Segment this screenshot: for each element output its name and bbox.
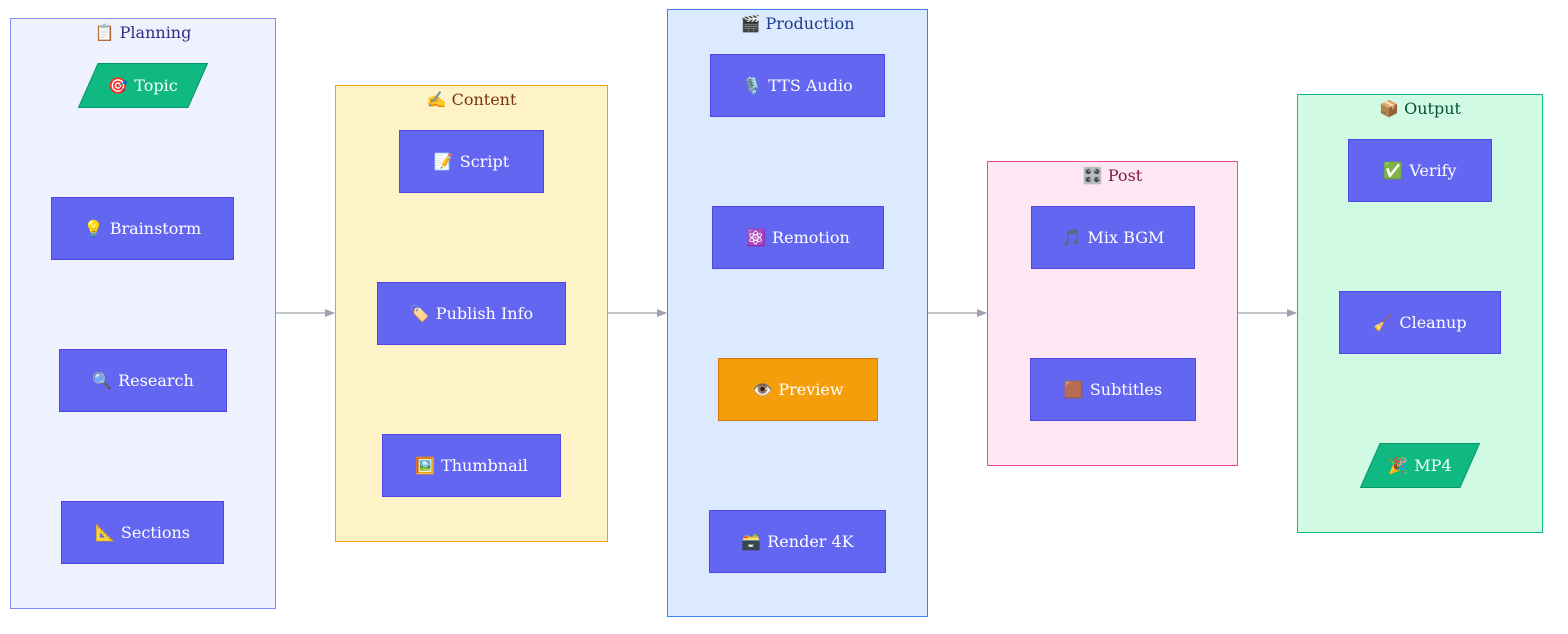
node-preview-label: Preview bbox=[778, 380, 844, 399]
clipboard-icon: 📋 bbox=[94, 23, 115, 42]
node-remotion-label: Remotion bbox=[772, 228, 850, 247]
writing-hand-icon: ✍️ bbox=[426, 90, 447, 109]
check-mark-icon: ✅ bbox=[1383, 161, 1404, 180]
node-mp4[interactable]: 🎉 MP4 bbox=[1360, 443, 1480, 488]
node-subtitles[interactable]: 🟫 Subtitles bbox=[1030, 358, 1196, 421]
node-cleanup-label: Cleanup bbox=[1399, 313, 1467, 332]
node-tts-audio-label: TTS Audio bbox=[768, 76, 853, 95]
lightbulb-icon: 💡 bbox=[83, 219, 104, 238]
node-topic-label: Topic bbox=[134, 76, 178, 95]
group-post-title: 🎛️ Post bbox=[1082, 166, 1143, 185]
node-publish-info-label: Publish Info bbox=[435, 304, 534, 323]
clapper-board-icon: 🎬 bbox=[740, 14, 761, 33]
parallelogram-shape bbox=[1360, 443, 1480, 488]
memo-icon: 📝 bbox=[433, 152, 454, 171]
package-icon: 📦 bbox=[1379, 99, 1399, 118]
node-verify-label: Verify bbox=[1409, 161, 1457, 180]
node-thumbnail[interactable]: 🖼️ Thumbnail bbox=[382, 434, 561, 497]
node-script-label: Script bbox=[459, 152, 510, 171]
node-brainstorm-label: Brainstorm bbox=[109, 219, 202, 238]
node-topic[interactable]: 🎯 Topic bbox=[78, 63, 208, 108]
node-verify[interactable]: ✅ Verify bbox=[1348, 139, 1492, 202]
triangle-ruler-icon: 📐 bbox=[94, 523, 115, 542]
node-render-4k-label: Render 4K bbox=[767, 532, 854, 551]
framed-picture-icon: 🖼️ bbox=[415, 456, 436, 475]
node-thumbnail-label: Thumbnail bbox=[441, 456, 528, 475]
broom-icon: 🧹 bbox=[1373, 313, 1394, 332]
magnifier-icon: 🔍 bbox=[92, 371, 113, 390]
microphone-icon: 🎙️ bbox=[742, 76, 763, 95]
node-mix-bgm[interactable]: 🎵 Mix BGM bbox=[1031, 206, 1195, 269]
node-research[interactable]: 🔍 Research bbox=[59, 349, 227, 412]
node-subtitles-label: Subtitles bbox=[1089, 380, 1163, 399]
node-mix-bgm-label: Mix BGM bbox=[1087, 228, 1165, 247]
group-content-title: ✍️ Content bbox=[426, 90, 517, 109]
node-sections-label: Sections bbox=[120, 523, 190, 542]
card-file-box-icon: 🗃️ bbox=[741, 532, 762, 551]
node-publish-info[interactable]: 🏷️ Publish Info bbox=[377, 282, 566, 345]
group-output-title: 📦 Output bbox=[1379, 99, 1461, 118]
node-render-4k[interactable]: 🗃️ Render 4K bbox=[709, 510, 886, 573]
eye-icon: 👁️ bbox=[752, 380, 773, 399]
node-preview[interactable]: 👁️ Preview bbox=[718, 358, 878, 421]
target-icon: 🎯 bbox=[108, 76, 129, 95]
group-production-title: 🎬 Production bbox=[740, 14, 855, 33]
node-brainstorm[interactable]: 💡 Brainstorm bbox=[51, 197, 234, 260]
music-note-icon: 🎵 bbox=[1061, 228, 1082, 247]
node-script[interactable]: 📝 Script bbox=[399, 130, 544, 193]
atom-icon: ⚛️ bbox=[746, 228, 767, 247]
group-planning-title: 📋 Planning bbox=[94, 23, 192, 42]
node-sections[interactable]: 📐 Sections bbox=[61, 501, 224, 564]
parallelogram-shape bbox=[78, 63, 208, 108]
node-remotion[interactable]: ⚛️ Remotion bbox=[712, 206, 884, 269]
node-tts-audio[interactable]: 🎙️ TTS Audio bbox=[710, 54, 885, 117]
node-mp4-label: MP4 bbox=[1414, 456, 1452, 475]
control-knobs-icon: 🎛️ bbox=[1082, 166, 1103, 185]
node-cleanup[interactable]: 🧹 Cleanup bbox=[1339, 291, 1501, 354]
node-research-label: Research bbox=[118, 371, 194, 390]
subtitles-icon: 🟫 bbox=[1063, 380, 1084, 399]
label-tag-icon: 🏷️ bbox=[409, 304, 430, 323]
party-popper-icon: 🎉 bbox=[1388, 456, 1409, 475]
